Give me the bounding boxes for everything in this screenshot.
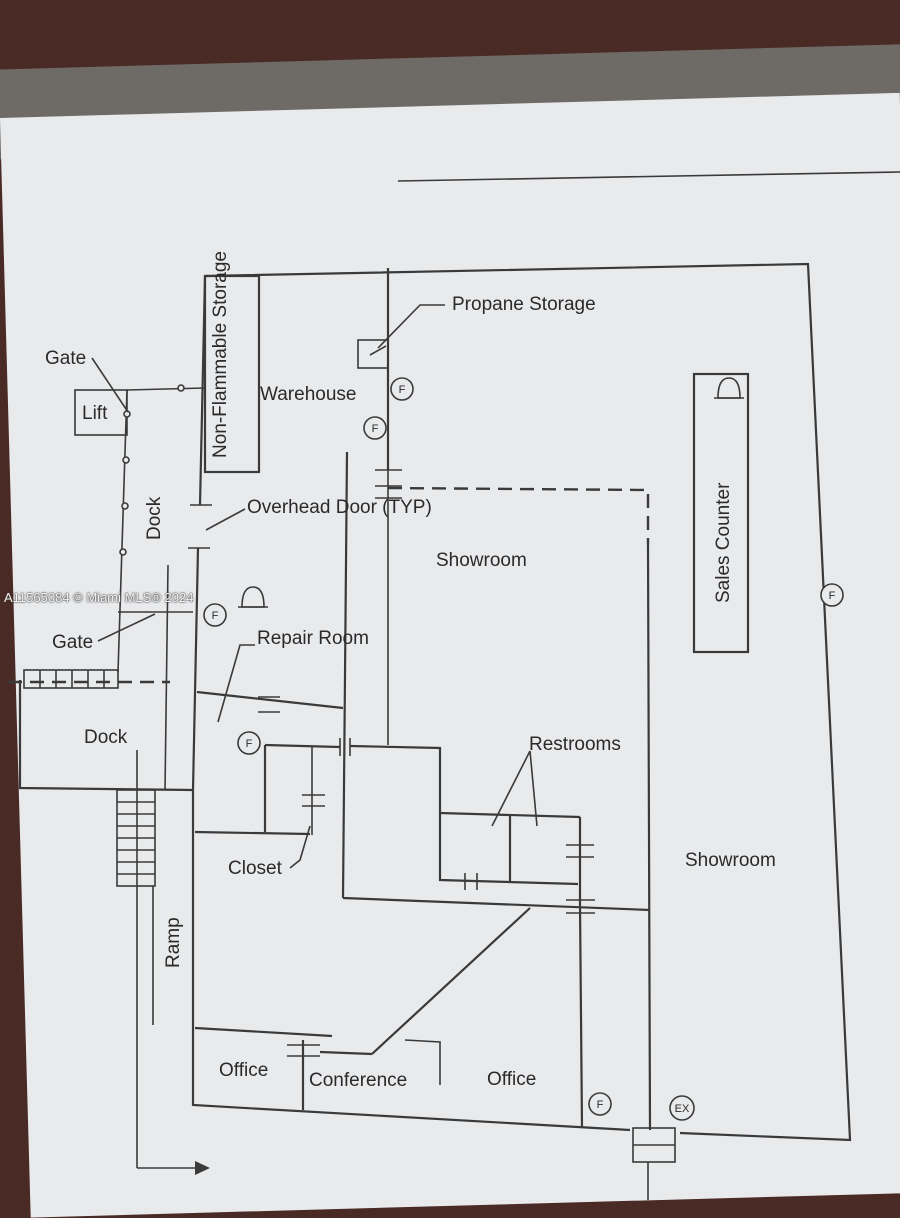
non-flammable-storage-label: Non-Flammable Storage: [210, 251, 231, 458]
extinguisher-icon: F: [820, 583, 844, 607]
diagonal-base: [319, 1050, 373, 1056]
overhead-leader: [205, 508, 246, 531]
west-wall-mid: [191, 547, 200, 791]
dock-grate: [23, 669, 119, 689]
dock-fence: [117, 389, 128, 673]
extinguisher-icon: F: [203, 603, 227, 627]
office-top-wall: [194, 1026, 333, 1038]
ramp-arrow-head: [195, 1161, 210, 1175]
repair-leader: [217, 644, 255, 723]
dock-label-lower: Dock: [84, 727, 128, 748]
conference-label: Conference: [309, 1070, 407, 1091]
header-rule: [397, 171, 900, 182]
office-label-left: Office: [219, 1060, 268, 1081]
svg-text:F: F: [212, 610, 219, 622]
showroom-west-wall: [341, 451, 349, 899]
restroom-pointer: [491, 750, 531, 827]
non-flammable-storage-room: [203, 274, 261, 474]
svg-text:F: F: [597, 1099, 604, 1111]
propane-marker: [369, 345, 387, 356]
fence-post: [177, 384, 185, 392]
repair-room-wall: [264, 743, 341, 749]
closet-leader: [289, 825, 311, 869]
office-label-right: Office: [487, 1069, 536, 1090]
extinguisher-icon: F: [237, 731, 261, 755]
conference-bracket: [404, 1039, 441, 1085]
sales-counter-label: Sales Counter: [713, 482, 734, 603]
showroom-east-wall: [646, 544, 652, 1131]
gate-label: Gate: [45, 348, 86, 369]
gate-label-lower: Gate: [52, 632, 93, 653]
sales-counter-box: [692, 372, 750, 654]
outer-wall: [204, 262, 852, 1142]
bell-icon: [238, 586, 268, 608]
svg-text:F: F: [399, 384, 406, 396]
gate-leader: [97, 613, 156, 642]
extinguisher-icon: F: [363, 416, 387, 440]
ramp-label: Ramp: [163, 917, 184, 968]
mls-watermark: A11565084 © Miami MLS® 2024: [4, 590, 194, 605]
dock-label-upper: Dock: [144, 496, 165, 540]
exit-icon: EX: [669, 1095, 695, 1121]
bell-icon: [714, 377, 744, 399]
ramp-rail-top: [164, 564, 169, 791]
warehouse-label: Warehouse: [260, 384, 356, 405]
showroom-south-wall: [342, 896, 651, 912]
svg-text:F: F: [372, 423, 379, 435]
diagonal-wall: [371, 907, 531, 1055]
restroom-pointer: [529, 750, 538, 827]
closet-bottom-wall: [194, 830, 311, 836]
gate-leader: [91, 357, 129, 413]
svg-text:F: F: [829, 590, 836, 602]
showroom-partition: [387, 486, 650, 545]
svg-text:F: F: [246, 738, 253, 750]
svg-text:EX: EX: [675, 1103, 690, 1115]
propane-leader: [377, 304, 445, 349]
outer-wall-bottom: [191, 790, 631, 1132]
restrooms-label: Restrooms: [529, 734, 621, 755]
lift-label: Lift: [82, 403, 108, 424]
office-east-wall: [578, 904, 584, 1129]
overhead-door-label: Overhead Door (TYP): [247, 497, 432, 518]
closet-label: Closet: [228, 858, 283, 879]
extinguisher-icon: F: [390, 377, 414, 401]
fence-post: [119, 548, 127, 556]
fence-post: [121, 502, 129, 510]
extinguisher-icon: F: [588, 1092, 612, 1116]
showroom-label-upper: Showroom: [436, 550, 527, 571]
gate-line-top: [126, 387, 206, 391]
propane-storage-box: [357, 339, 389, 369]
showroom-label-right: Showroom: [685, 850, 776, 871]
repair-room-top: [196, 690, 344, 710]
propane-storage-label: Propane Storage: [452, 294, 596, 315]
repair-room-label: Repair Room: [257, 628, 369, 649]
fence-post: [122, 456, 130, 464]
